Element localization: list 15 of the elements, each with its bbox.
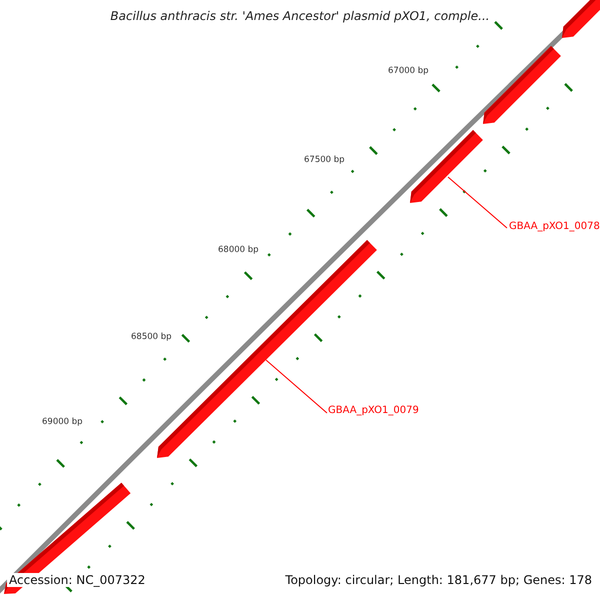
summary-text: Topology: circular; Length: 181,677 bp; Genes: 178 [285,573,592,587]
accession-text: Accession: NC_007322 [7,573,148,587]
scale-label: 67500 bp [304,155,345,165]
scale-label: 69000 bp [42,417,83,427]
gene-feature [562,0,600,38]
gene-feature [410,130,483,203]
gene-label: GBAA_pXO1_0078 [509,221,600,232]
scale-label: 68500 bp [131,332,172,342]
gene-feature [483,46,561,124]
scale-label: 67000 bp [388,66,429,76]
leader-line [448,176,508,228]
title: Bacillus anthracis str. 'Ames Ancestor' plasmid pXO1, comple... [109,9,491,23]
scale-label: 68000 bp [218,245,259,255]
gene-label: GBAA_pXO1_0079 [328,405,419,416]
leader-line [266,360,328,414]
